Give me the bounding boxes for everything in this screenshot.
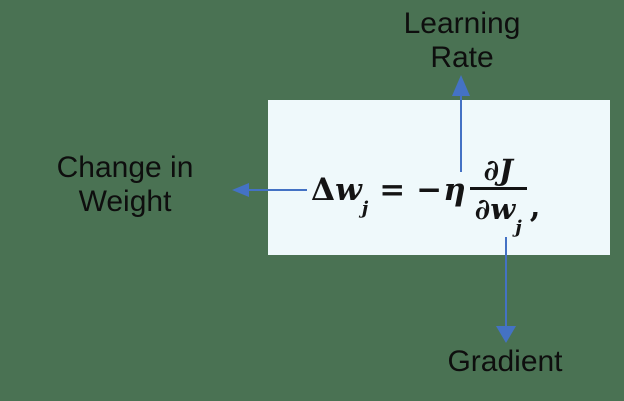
fraction-numerator: ∂J <box>479 155 518 187</box>
change-in-weight-line2: Weight <box>78 185 172 218</box>
w-symbol: w <box>335 172 362 208</box>
equals-sign: = <box>379 172 406 208</box>
w-subscript: j <box>361 198 369 220</box>
minus-sign: − <box>416 172 443 208</box>
delta-symbol: Δ <box>311 172 336 208</box>
w-symbol: w <box>490 192 516 226</box>
w-subscript: j <box>515 216 522 238</box>
eta-symbol: η <box>443 172 466 208</box>
arrow-down-icon <box>496 326 516 343</box>
learning-rate-line2: Rate <box>430 41 494 74</box>
formula-panel <box>268 100 610 255</box>
comma: , <box>529 189 541 225</box>
fraction-denominator: ∂wj <box>470 190 527 236</box>
learning-rate-line1: Learning <box>403 7 521 40</box>
partial-symbol: ∂ <box>483 153 500 187</box>
arrow-up-icon <box>452 75 470 96</box>
gradient-fraction: ∂J ∂wj <box>469 155 527 236</box>
learning-rate-label: Learning Rate <box>362 7 562 75</box>
learning-rate-arrow-line <box>460 94 462 172</box>
delta-w-term: Δwj <box>311 172 368 218</box>
J-symbol: J <box>499 153 513 187</box>
gradient-label: Gradient <box>447 345 563 378</box>
partial-symbol: ∂ <box>474 192 491 226</box>
change-in-weight-line1: Change in <box>56 151 194 184</box>
change-in-weight-arrow-line <box>246 189 307 191</box>
weight-update-formula: Δwj = − η ∂J ∂wj , <box>311 145 541 236</box>
fraction-bar <box>469 187 527 190</box>
gradient-arrow-line <box>505 237 507 328</box>
change-in-weight-label: Change in Weight <box>25 151 225 219</box>
arrow-left-icon <box>232 183 249 197</box>
